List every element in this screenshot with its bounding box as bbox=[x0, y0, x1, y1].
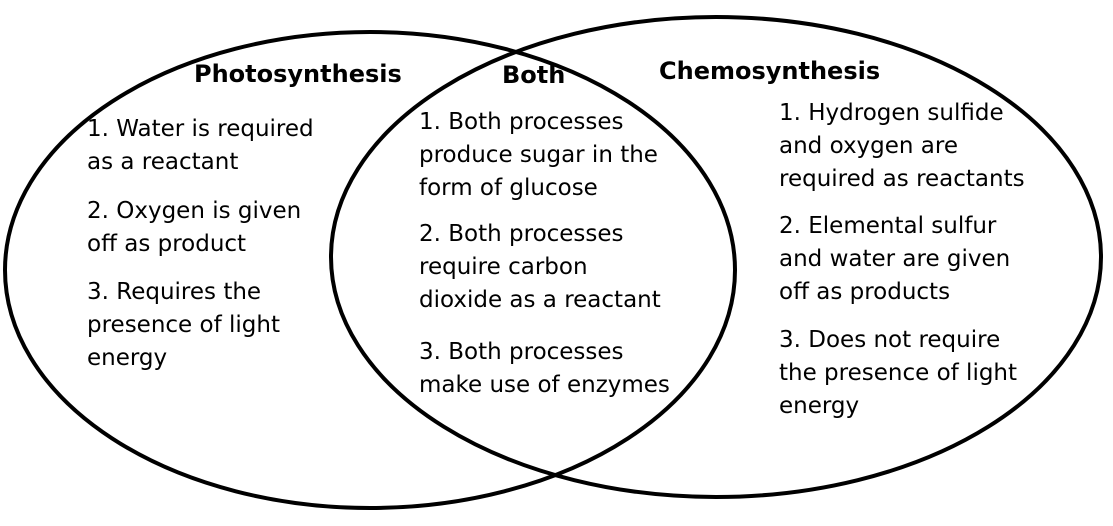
both-item-2: 2. Both processes require carbon dioxide… bbox=[419, 221, 661, 313]
chemosynthesis-item-1: 1. Hydrogen sulfide and oxygen are requi… bbox=[779, 100, 1025, 192]
chemosynthesis-circle bbox=[329, 15, 1103, 499]
chemosynthesis-item-2: 2. Elemental sulfur and water are given … bbox=[779, 213, 1011, 305]
photosynthesis-circle bbox=[3, 30, 737, 510]
both-title: Both bbox=[502, 61, 566, 89]
photosynthesis-item-1: 1. Water is required as a reactant bbox=[87, 116, 314, 175]
chemosynthesis-item-3: 3. Does not require the presence of ligh… bbox=[779, 327, 1018, 419]
photosynthesis-title: Photosynthesis bbox=[194, 60, 402, 88]
photosynthesis-item-2: 2. Oxygen is given off as product bbox=[87, 198, 302, 257]
both-item-3: 3. Both processes make use of enzymes bbox=[419, 339, 670, 398]
photosynthesis-item-3: 3. Requires the presence of light energy bbox=[87, 279, 280, 371]
both-item-1: 1. Both processes produce sugar in the f… bbox=[419, 109, 658, 201]
chemosynthesis-title: Chemosynthesis bbox=[659, 57, 881, 85]
